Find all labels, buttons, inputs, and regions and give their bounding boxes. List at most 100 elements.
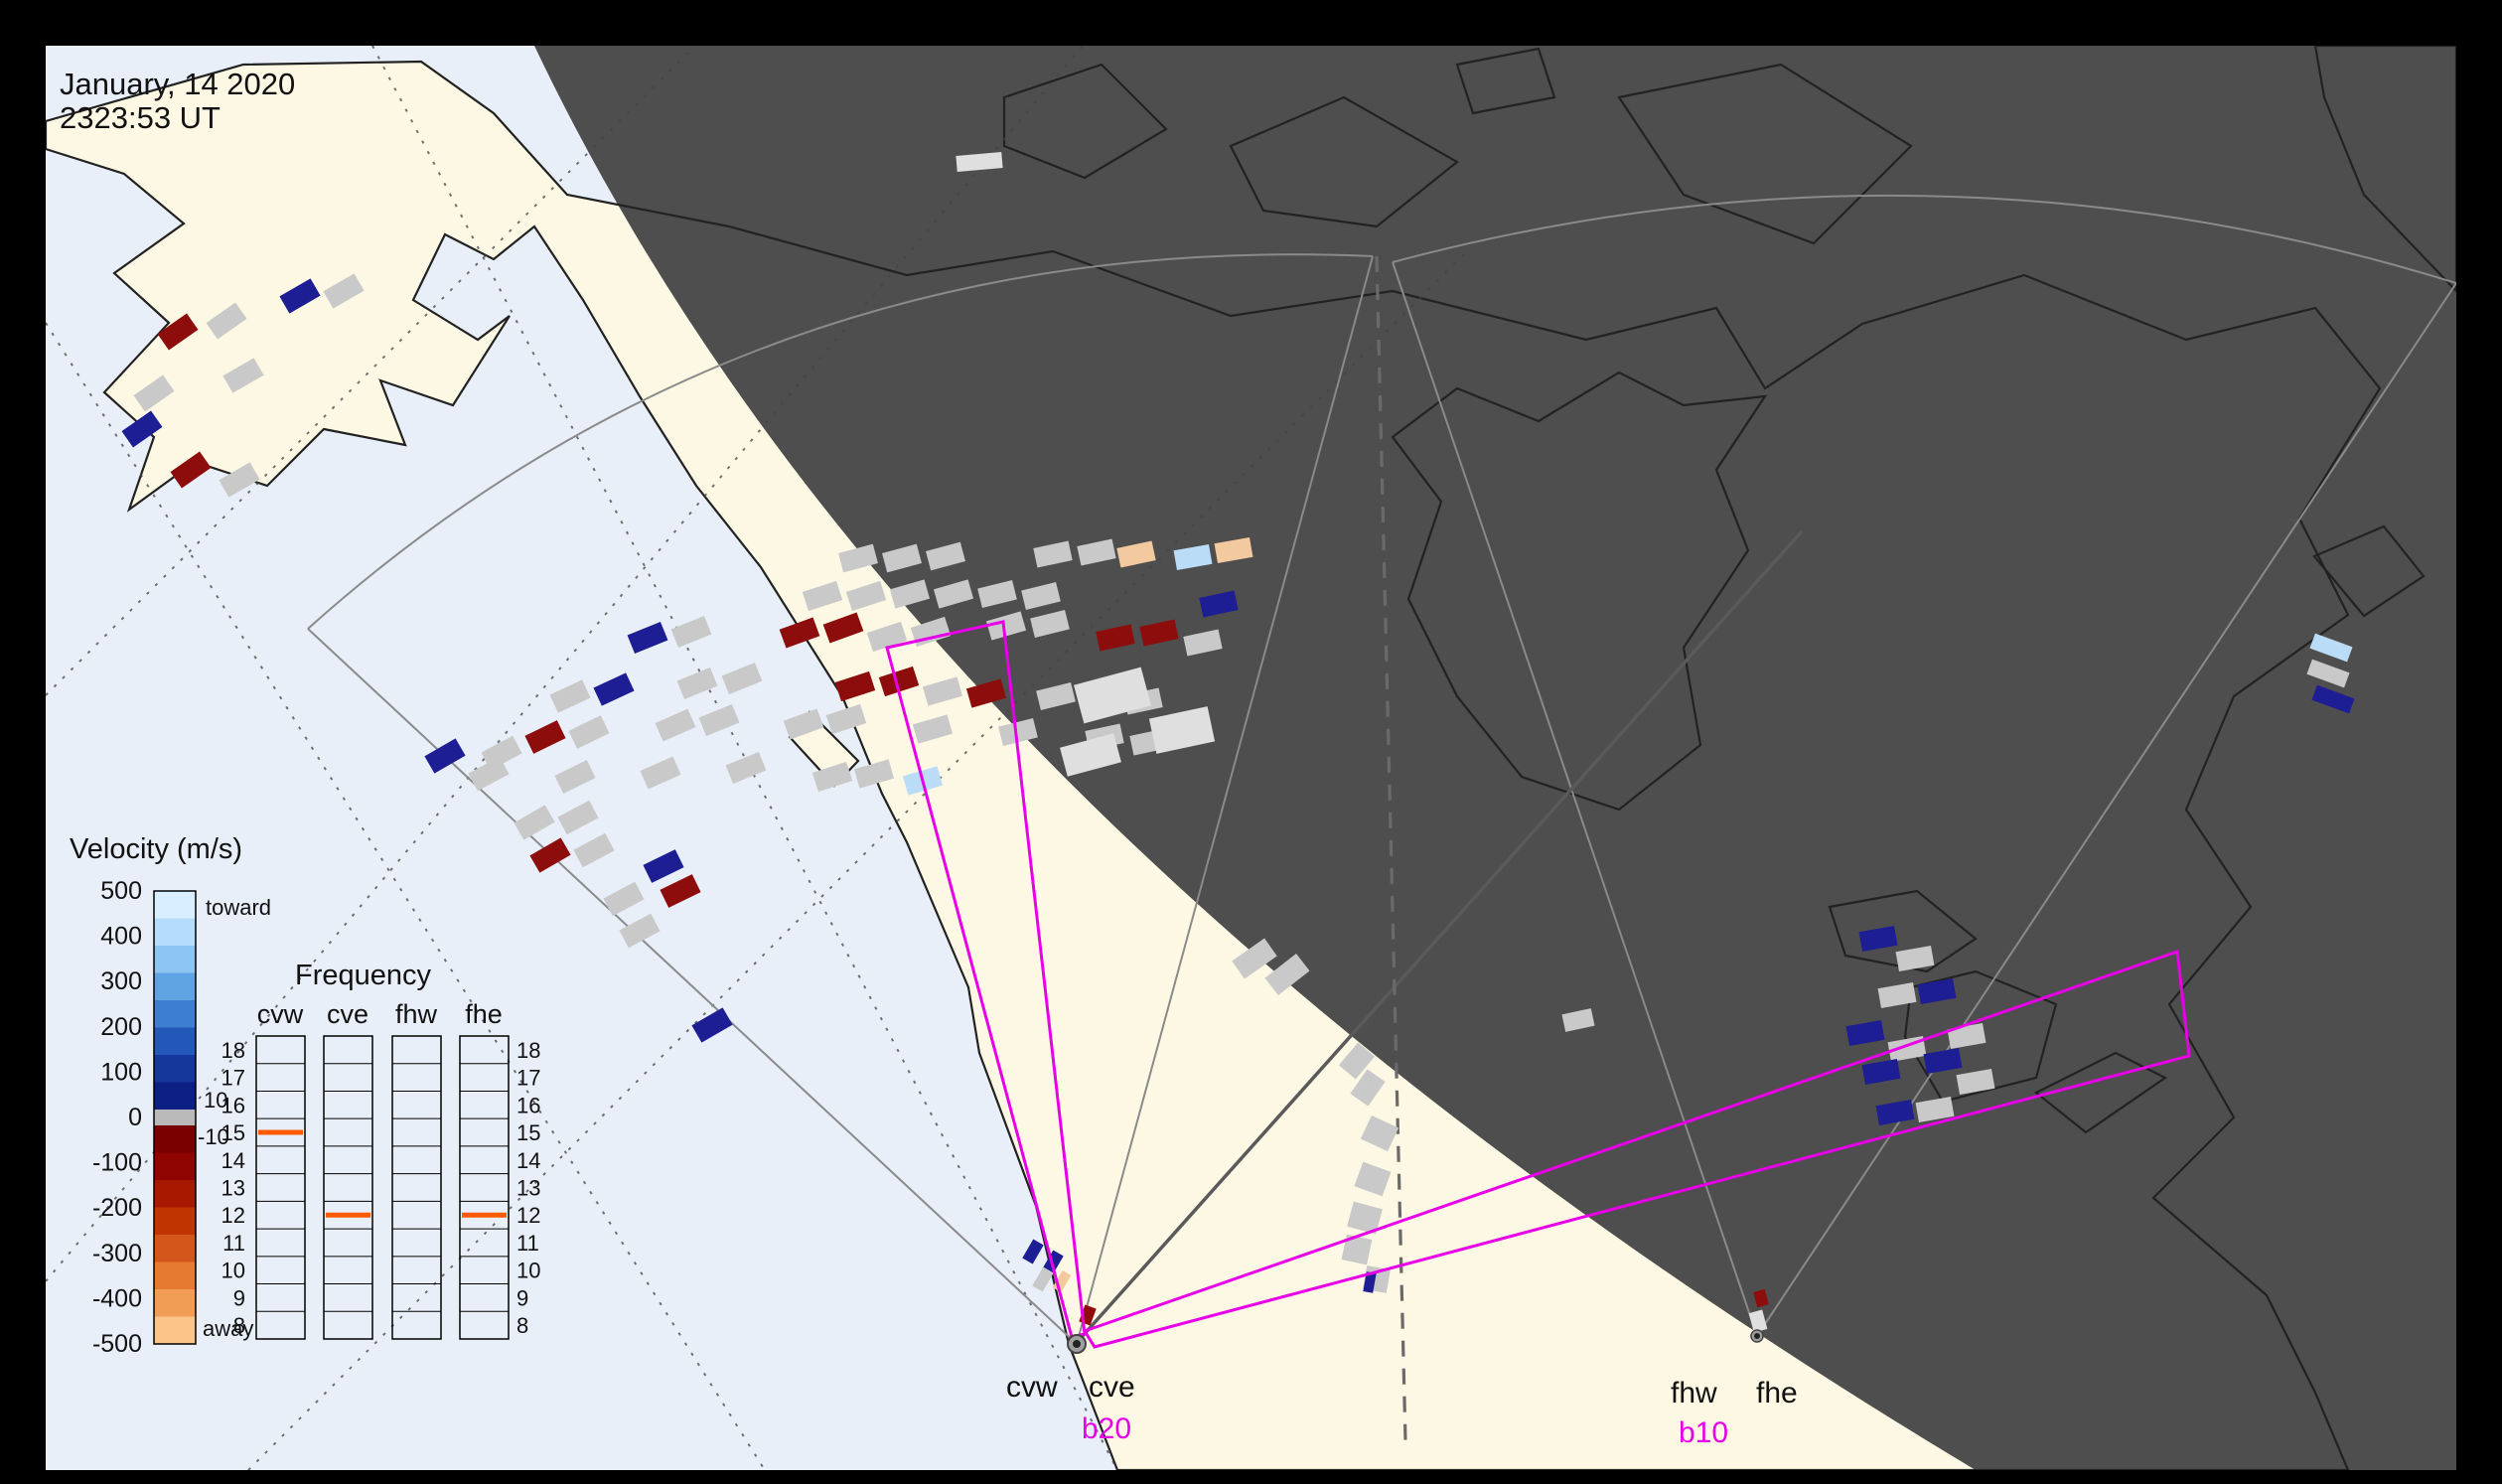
echo-cell: [524, 720, 566, 754]
frequency-panel-title: Frequency: [295, 960, 432, 991]
echo-cell: [1264, 954, 1310, 995]
backscatter-cells: [121, 152, 2355, 1333]
echo-cell: [627, 621, 668, 655]
freq-col-label-fhw: fhw: [395, 999, 438, 1029]
freq-column-cve: [323, 1035, 373, 1340]
echo-cell: [985, 611, 1027, 641]
echo-cell: [1917, 978, 1957, 1004]
echo-cell: [1183, 629, 1223, 657]
freq-row-label-left: 18: [221, 1038, 245, 1063]
freq-row-label-right: 14: [516, 1148, 540, 1173]
echo-cell: [1895, 946, 1935, 971]
radar-sites: [1067, 1329, 1764, 1354]
echo-cell: [2311, 684, 2355, 714]
time-label: 2323:53 UT: [60, 100, 221, 135]
echo-cell: [1033, 540, 1073, 568]
colorbar-away-segment: [154, 1261, 196, 1290]
echo-cell: [121, 410, 163, 448]
echo-cell: [1360, 1114, 1399, 1152]
echo-cell: [424, 738, 466, 774]
colorbar-tick-label: -200: [92, 1194, 142, 1222]
radar-site-fh-center: [1754, 1333, 1760, 1339]
echo-cell: [603, 881, 645, 917]
echo-cell: [1077, 538, 1116, 566]
echo-cell: [1363, 1271, 1377, 1293]
echo-cell: [170, 451, 212, 489]
away-label: away: [203, 1316, 253, 1341]
freq-row-label-left: 15: [221, 1120, 245, 1145]
beam-b10-outline: [1082, 949, 2191, 1349]
echo-cell: [779, 617, 820, 649]
freq-column-fhw: [391, 1035, 442, 1340]
colorbar-tick-label: -400: [92, 1284, 142, 1312]
colorbar-tick-label: 0: [128, 1104, 142, 1131]
beam-label-b10: b10: [1679, 1416, 1728, 1449]
echo-cell: [573, 832, 615, 868]
echo-cell: [691, 1007, 733, 1043]
echo-cell: [845, 580, 887, 612]
freq-row-label-right: 17: [516, 1066, 540, 1091]
echo-cell: [557, 800, 599, 835]
echo-cell: [834, 670, 876, 702]
gs-upper-label: 10: [204, 1088, 227, 1113]
freq-row-label-left: 16: [221, 1093, 245, 1117]
colorbar-border: [153, 890, 197, 1345]
echo-cell: [802, 580, 843, 612]
echo-cell: [1074, 667, 1151, 724]
freq-column-cvw: [255, 1035, 306, 1340]
echo-cell: [721, 662, 763, 695]
echo-cell: [1861, 1059, 1901, 1085]
colorbar-toward-segment: [154, 972, 196, 1001]
echo-cell: [279, 278, 321, 314]
freq-row-label-left: 14: [221, 1148, 245, 1173]
echo-cell: [822, 612, 864, 644]
freq-row-label-right: 9: [516, 1285, 528, 1310]
velocity-legend-title: Velocity (m/s): [70, 833, 242, 865]
echo-cell: [1148, 706, 1216, 754]
freq-row-label-right: 16: [516, 1093, 540, 1117]
echo-cell: [2309, 633, 2353, 663]
echo-cell: [1338, 1042, 1376, 1080]
freq-row-label-left: 12: [221, 1203, 245, 1228]
echo-cell: [922, 676, 963, 706]
echo-cell: [2306, 659, 2350, 688]
freq-row-label-right: 13: [516, 1176, 540, 1201]
colorbar-groundscatter-band: [154, 1110, 196, 1125]
echo-cell: [1347, 1201, 1383, 1235]
gs-lower-label: -10: [198, 1124, 229, 1149]
echo-cell: [660, 874, 701, 908]
echo-cell: [1350, 1069, 1386, 1107]
colorbar-tick-label: 300: [100, 967, 142, 995]
colorbar-tick-label: 400: [100, 923, 142, 951]
freq-row-label-left: 8: [233, 1313, 245, 1338]
echo-cell: [549, 679, 591, 713]
colorbar-away-segment: [154, 1152, 196, 1181]
colorbar-away-segment: [154, 1207, 196, 1236]
freq-col-label-fhe: fhe: [465, 999, 503, 1029]
echo-cell: [468, 756, 510, 792]
freq-row-label-right: 8: [516, 1313, 528, 1338]
echo-cell: [1341, 1234, 1373, 1265]
colorbar-away-segment: [154, 1125, 196, 1154]
colorbar-toward-segment: [154, 946, 196, 974]
echo-cell: [619, 913, 661, 949]
echo-cell: [222, 358, 264, 393]
echo-cell: [1036, 681, 1076, 711]
echo-cell: [811, 761, 853, 793]
echo-cell: [1923, 1048, 1963, 1074]
colorbar-toward-segment: [154, 918, 196, 947]
colorbar-away-segment: [154, 1235, 196, 1263]
echo-cell: [554, 760, 596, 794]
colorbar-tick-label: -300: [92, 1240, 142, 1267]
freq-row-label-right: 15: [516, 1120, 540, 1145]
echo-cell: [1060, 733, 1121, 777]
echo-cell: [1032, 1266, 1054, 1292]
echo-cell: [1858, 926, 1898, 952]
colorbar-tick-label: 500: [100, 877, 142, 905]
echo-cell: [219, 462, 260, 498]
echo-cell: [1139, 619, 1179, 647]
colorbar-toward-segment: [154, 1000, 196, 1029]
echo-cell: [323, 273, 365, 309]
